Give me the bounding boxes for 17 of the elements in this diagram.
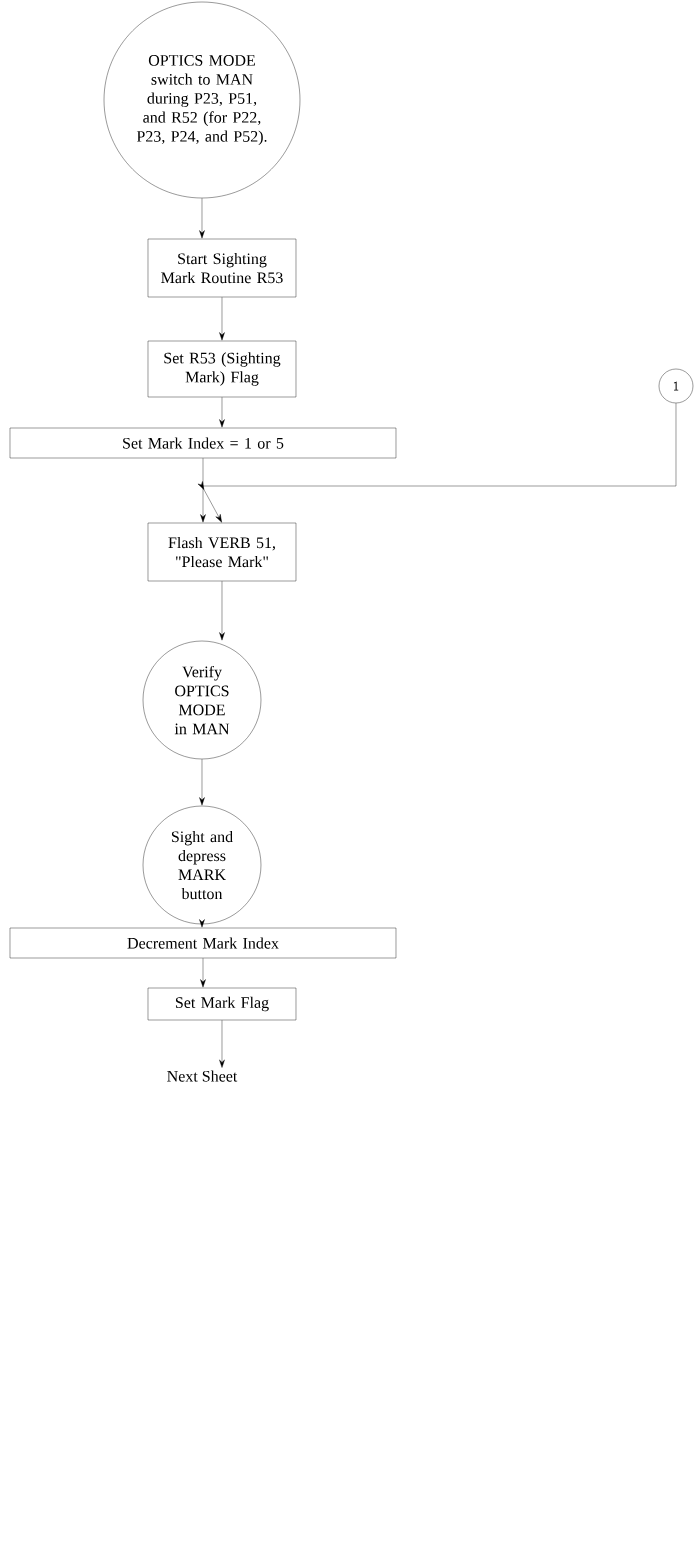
arrow (219, 1020, 225, 1068)
process-box: Decrement Mark Index (9, 927, 397, 959)
arrow (199, 198, 205, 239)
process-box: Flash VERB 51, "Please Mark" (147, 522, 297, 582)
arrow (199, 759, 205, 806)
arrow (200, 958, 206, 988)
next-sheet-label: Next Sheet (167, 1070, 238, 1082)
process-box: Start Sighting Mark Routine R53 (147, 238, 297, 298)
arrow (197, 403, 677, 523)
arrow (219, 297, 225, 341)
process-box: Set R53 (Sighting Mark) Flag (147, 340, 297, 398)
arrow (199, 919, 205, 928)
arrow (219, 397, 225, 428)
process-box: Set Mark Index = 1 or 5 (9, 427, 397, 459)
process-box: Set Mark Flag (147, 987, 297, 1021)
arrow (200, 458, 206, 523)
arrow (219, 581, 225, 641)
